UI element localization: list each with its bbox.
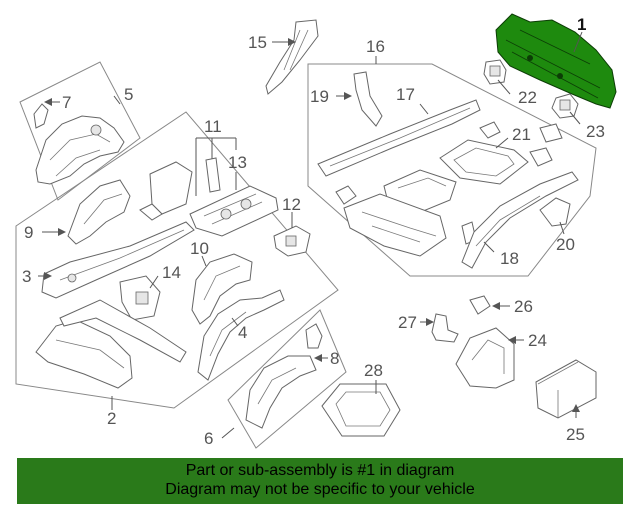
callout-28: 28 bbox=[364, 361, 383, 380]
leader-1 bbox=[573, 31, 583, 53]
part-1-rear-panel[interactable] bbox=[495, 13, 617, 109]
part-19-pillar[interactable] bbox=[353, 71, 383, 127]
group-frame-6 bbox=[227, 309, 347, 449]
part-28-storage-tub[interactable] bbox=[321, 383, 401, 437]
part-17-crossmember[interactable] bbox=[317, 99, 481, 177]
callout-13: 13 bbox=[228, 153, 247, 172]
callout-15: 15 bbox=[248, 33, 267, 52]
callout-2: 2 bbox=[107, 409, 116, 428]
part-27-bracket[interactable] bbox=[431, 313, 459, 343]
part-25-cover[interactable] bbox=[535, 359, 597, 419]
group-frame-main bbox=[15, 111, 339, 409]
part-5-wheelhouse[interactable] bbox=[35, 115, 125, 185]
callout-6: 6 bbox=[204, 429, 213, 448]
callout-10: 10 bbox=[190, 239, 209, 258]
part-8-bracket[interactable] bbox=[305, 323, 323, 349]
part-3-rail[interactable] bbox=[41, 221, 195, 299]
part-18-rail[interactable] bbox=[461, 171, 579, 269]
part-23-bracket[interactable] bbox=[551, 93, 579, 119]
part-22-bracket[interactable] bbox=[483, 59, 507, 85]
callout-5: 5 bbox=[124, 85, 133, 104]
callout-11: 11 bbox=[204, 117, 222, 136]
group-frame-16 bbox=[307, 63, 597, 277]
part-6-wheelhouse-outer[interactable] bbox=[245, 355, 317, 429]
callout-18: 18 bbox=[500, 249, 519, 268]
parts-diagram: 1 22 23 15 5 7 2 11 13 bbox=[15, 13, 617, 449]
part-10-wheelhouse[interactable] bbox=[191, 253, 253, 325]
callout-3: 3 bbox=[22, 267, 31, 286]
callout-16: 16 bbox=[366, 37, 385, 56]
callout-20: 20 bbox=[556, 235, 575, 254]
callout-21: 21 bbox=[512, 125, 531, 144]
part-12-bracket[interactable] bbox=[273, 225, 311, 257]
banner-line-1: Part or sub-assembly is #1 in diagram bbox=[185, 462, 455, 479]
callout-24: 24 bbox=[528, 331, 547, 350]
callout-1: 1 bbox=[577, 15, 586, 34]
callout-9: 9 bbox=[24, 223, 33, 242]
part-floor-rear[interactable] bbox=[343, 193, 447, 257]
callout-19: 19 bbox=[310, 87, 329, 106]
part-small-brackets-16[interactable] bbox=[335, 121, 563, 245]
part-2-floor-pan[interactable] bbox=[35, 299, 187, 389]
callout-17: 17 bbox=[396, 85, 415, 104]
callout-23: 23 bbox=[586, 122, 605, 141]
part-15-pillar[interactable] bbox=[265, 19, 319, 95]
part-9-wheelhouse-inner[interactable] bbox=[67, 179, 131, 245]
part-24-trim[interactable] bbox=[455, 327, 515, 389]
callout-8: 8 bbox=[330, 349, 339, 368]
part-14-bracket[interactable] bbox=[119, 275, 161, 321]
callout-27: 27 bbox=[398, 313, 417, 332]
callout-12: 12 bbox=[282, 195, 301, 214]
callout-14: 14 bbox=[162, 263, 181, 282]
callout-4: 4 bbox=[238, 323, 247, 342]
part-4-rail[interactable] bbox=[197, 289, 285, 381]
callout-26: 26 bbox=[514, 297, 533, 316]
part-small-clip[interactable] bbox=[139, 203, 163, 221]
callout-25: 25 bbox=[566, 425, 585, 444]
part-7-bracket[interactable] bbox=[33, 103, 49, 129]
callout-7: 7 bbox=[62, 93, 71, 112]
banner-line-2: Diagram may not be specific to your vehi… bbox=[165, 481, 475, 498]
info-banner: Part or sub-assembly is #1 in diagram Di… bbox=[17, 458, 623, 504]
part-21-panel[interactable] bbox=[439, 139, 529, 185]
part-26-clip[interactable] bbox=[469, 295, 491, 315]
part-13-floor-plate[interactable] bbox=[189, 185, 279, 237]
part-20-bracket[interactable] bbox=[539, 197, 571, 227]
callout-22: 22 bbox=[518, 88, 537, 107]
